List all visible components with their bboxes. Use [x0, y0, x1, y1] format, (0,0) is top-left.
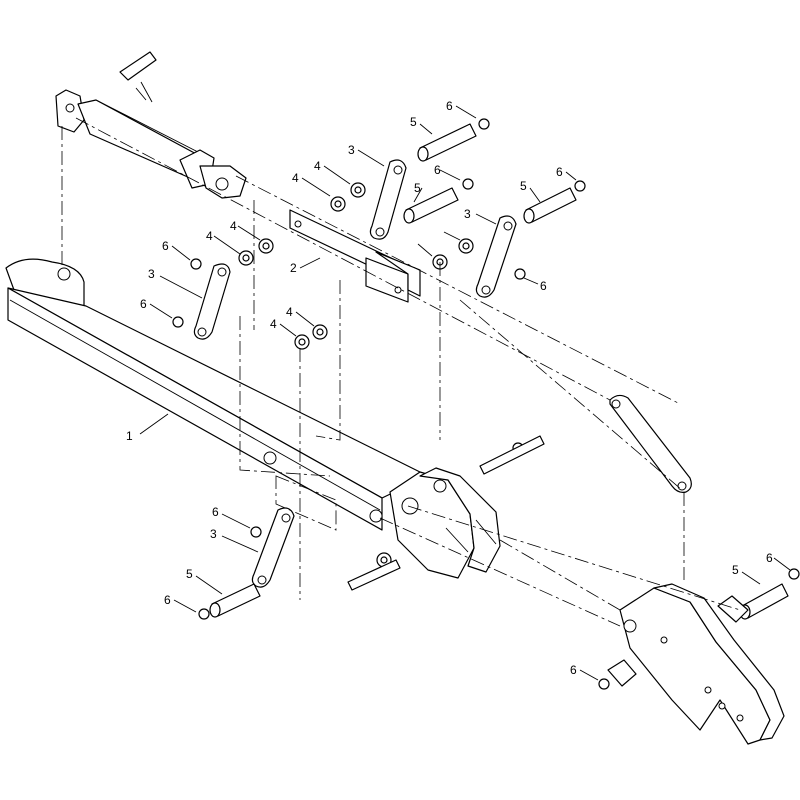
callout-5: 5	[410, 115, 417, 129]
callout-4: 4	[206, 229, 213, 243]
leader-lines	[139, 105, 791, 681]
callout-6: 6	[766, 551, 773, 565]
callout-5: 5	[732, 563, 739, 577]
callout-6: 6	[212, 505, 219, 519]
callout-labels-extra: 6	[570, 663, 577, 677]
callout-6: 6	[540, 279, 547, 293]
callout-1: 1	[126, 429, 133, 443]
callout-3: 3	[348, 143, 355, 157]
callout-4: 4	[270, 317, 277, 331]
clevis-bracket	[389, 467, 501, 579]
callout-5: 5	[414, 181, 421, 195]
callout-6: 6	[446, 99, 453, 113]
pins	[209, 123, 789, 620]
callout-6: 6	[556, 165, 563, 179]
callout-6: 6	[164, 593, 171, 607]
callout-6: 6	[162, 239, 169, 253]
callout-4: 4	[314, 159, 321, 173]
mount-plate	[607, 583, 785, 745]
callout-4: 4	[292, 171, 299, 185]
alignment-lines	[61, 117, 741, 627]
callout-5: 5	[520, 179, 527, 193]
callout-5: 5	[186, 567, 193, 581]
callout-4: 4	[230, 219, 237, 233]
washers	[238, 182, 524, 568]
callout-labels: 1 2 3 3 3 3 4 4 4 4 4 4 5 5 5 5 5 6 6 6 …	[126, 99, 773, 607]
callout-6: 6	[570, 663, 577, 677]
retaining-clips	[172, 118, 800, 690]
callout-4: 4	[286, 305, 293, 319]
callout-3: 3	[464, 207, 471, 221]
links	[193, 159, 692, 588]
spacer-plates	[289, 209, 421, 303]
callout-3: 3	[210, 527, 217, 541]
callout-3: 3	[148, 267, 155, 281]
callout-6: 6	[140, 297, 147, 311]
callout-2: 2	[290, 261, 297, 275]
hydraulic-cylinder	[55, 51, 247, 199]
bolts	[347, 435, 545, 591]
callout-6: 6	[434, 163, 441, 177]
